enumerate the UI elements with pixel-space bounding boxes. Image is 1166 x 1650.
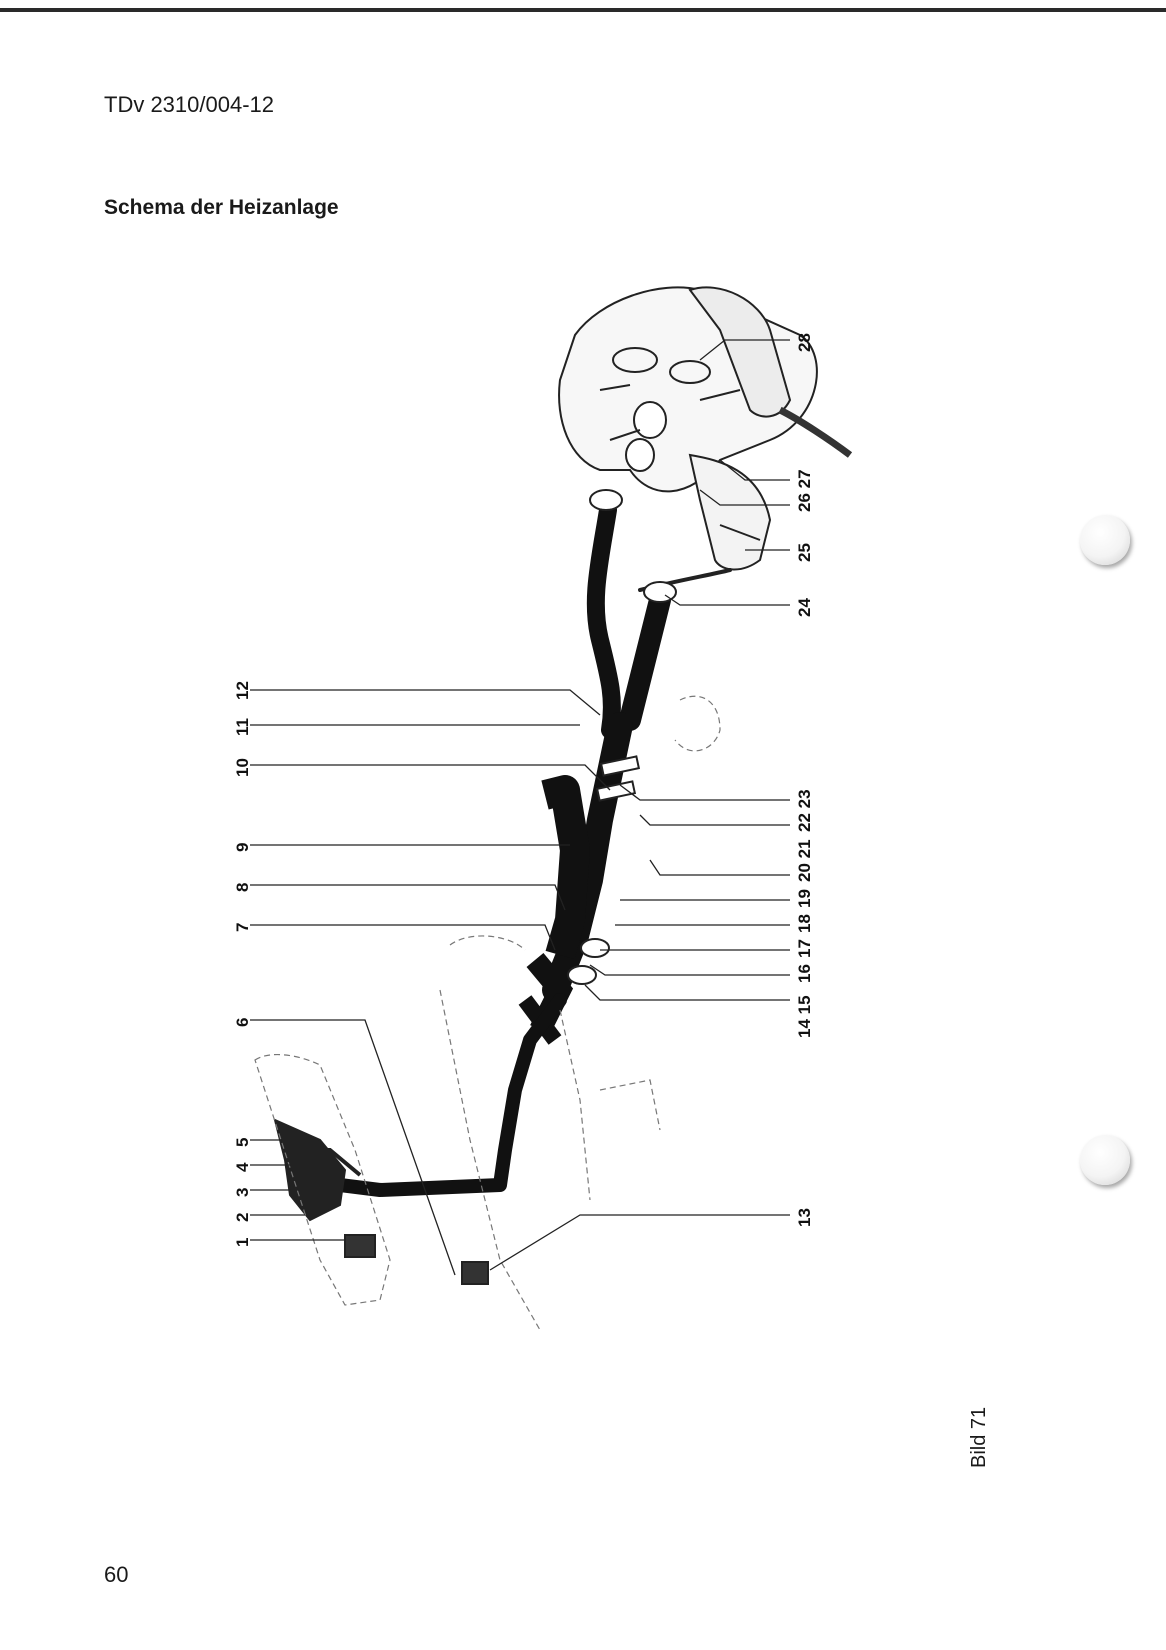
figure-label: Bild 71: [968, 1406, 990, 1468]
callout-12: 12: [233, 681, 252, 700]
vehicle-outline: [254, 695, 721, 1331]
callout-14-15: 14 15: [795, 995, 814, 1038]
front-distributor: [273, 1118, 489, 1285]
main-duct: [333, 993, 567, 1197]
callout-13: 13: [795, 1208, 814, 1227]
punch-hole-bottom: [1080, 1135, 1130, 1185]
callout-18: 18: [795, 914, 814, 933]
callout-9: 9: [233, 843, 252, 852]
callout-26-27: 26 27: [795, 469, 814, 512]
callout-1: 1: [233, 1238, 252, 1247]
callout-25: 25: [795, 543, 814, 562]
callout-28: 28: [795, 333, 814, 352]
page-number: 60: [104, 1562, 129, 1587]
callout-20-21: 20 21: [795, 839, 814, 882]
callout-2: 2: [233, 1213, 252, 1222]
leader-lines: [250, 339, 790, 1276]
callout-3: 3: [233, 1188, 252, 1197]
page-title: Schema der Heizanlage: [104, 196, 339, 219]
callout-5: 5: [233, 1138, 252, 1147]
callout-22-23: 22 23: [795, 789, 814, 832]
callout-17: 17: [795, 939, 814, 958]
callout-6: 6: [233, 1018, 252, 1027]
callout-19: 19: [795, 889, 814, 908]
punch-hole-top: [1080, 515, 1130, 565]
callout-4: 4: [233, 1162, 252, 1172]
callout-11: 11: [233, 718, 252, 736]
callout-24: 24: [795, 598, 814, 617]
callout-16: 16: [795, 964, 814, 983]
callouts-right: 28 26 27 25 24 22 23 20 21 19 18 17 16 1…: [795, 333, 814, 1227]
callout-8: 8: [233, 883, 252, 892]
document-id: TDv 2310/004-12: [104, 92, 274, 117]
callouts-left: 12 11 10 9 8 7 6 5 4 3 2 1: [233, 681, 252, 1247]
callout-10: 10: [233, 758, 252, 777]
hose-clamps: [567, 489, 677, 985]
engine-block: [558, 286, 853, 571]
callout-7: 7: [233, 923, 252, 932]
top-border: [0, 8, 1166, 12]
